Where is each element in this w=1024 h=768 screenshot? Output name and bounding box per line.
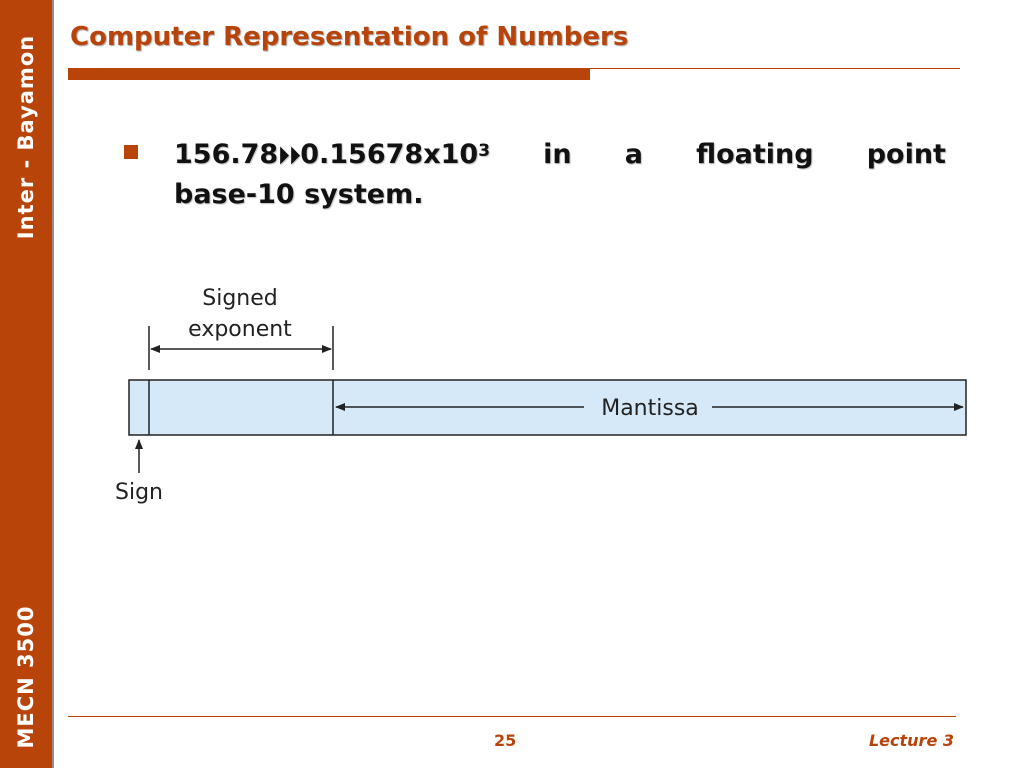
bullet-text: 156.78⏵⏵0.15678x103 in a floating point … [174, 136, 946, 214]
word-a: a [624, 139, 643, 170]
double-arrow-icon: ⏵⏵ [278, 144, 301, 169]
slide-title: Computer Representation of Numbers [70, 22, 629, 52]
sidebar-institution-label: Inter - Bayamon [14, 34, 38, 240]
bullet-item: 156.78⏵⏵0.15678x103 in a floating point … [124, 136, 946, 214]
mantissa-label: Mantissa [601, 396, 699, 421]
signed-exponent-label-line1: Signed [202, 286, 278, 311]
title-underline-thin [590, 68, 960, 69]
word-floating: floating [696, 139, 814, 170]
floating-point-diagram: Signed exponent Mantissa Sign [115, 286, 967, 505]
bullet-line-1: 156.78⏵⏵0.15678x103 in a floating point [174, 136, 946, 176]
footer-divider [68, 716, 956, 717]
bullet-expression: 156.78⏵⏵0.15678x103 [174, 136, 490, 176]
sign-label: Sign [115, 480, 163, 505]
bullet-square-icon [124, 145, 138, 159]
bullet-line-2: base-10 system. [174, 179, 424, 210]
word-point: point [866, 139, 946, 170]
title-underline-thick [68, 68, 590, 80]
original-number: 156.78 [174, 139, 279, 170]
scientific-expression: 0.15678x10 [300, 139, 479, 170]
word-in: in [543, 139, 572, 170]
lecture-label: Lecture 3 [868, 731, 954, 750]
exponent-superscript: 3 [478, 141, 491, 161]
sidebar: Inter - Bayamon MECN 3500 [0, 0, 54, 768]
signed-exponent-label-line2: exponent [188, 317, 292, 342]
page-number: 25 [494, 731, 517, 750]
sidebar-course-label: MECN 3500 [14, 605, 38, 749]
